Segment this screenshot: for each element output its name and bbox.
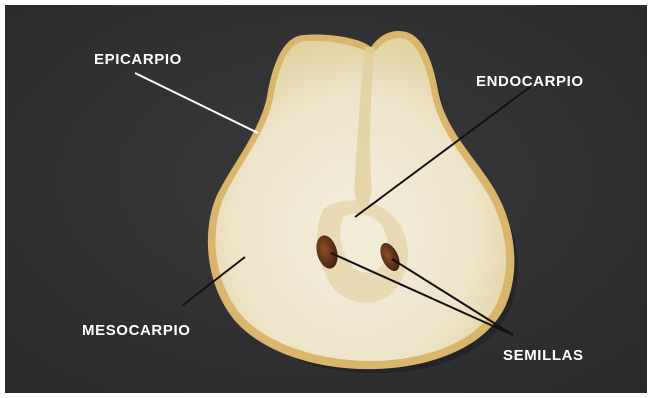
label-epicarpio: EPICARPIO xyxy=(94,52,182,67)
label-semillas: SEMILLAS xyxy=(503,348,584,363)
pear-photo: EPICARPIO ENDOCARPIO MESOCARPIO SEMILLAS xyxy=(5,5,647,393)
label-mesocarpio: MESOCARPIO xyxy=(82,323,191,338)
label-endocarpio: ENDOCARPIO xyxy=(476,74,584,89)
